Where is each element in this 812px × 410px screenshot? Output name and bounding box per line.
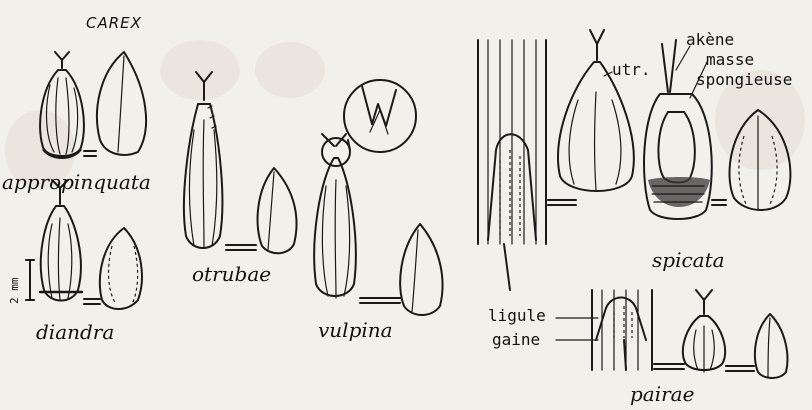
label-pairae: pairae: [630, 382, 694, 406]
glume-appropinquata: [84, 52, 146, 156]
label-vulpina: vulpina: [318, 318, 393, 342]
scale-label: 2 mm: [8, 278, 21, 305]
label-otrubae: otrubae: [192, 262, 271, 286]
label-appropinquata: appropinquata: [2, 170, 151, 194]
scale-bar: [26, 260, 34, 300]
plate-title: CAREX: [86, 14, 142, 32]
spicata-stem: [478, 40, 546, 290]
glume-diandra: [84, 228, 142, 309]
pairae-glume: [726, 314, 787, 378]
label-spicata: spicata: [652, 248, 725, 272]
spicata-utricle: [548, 30, 634, 205]
label-masse: masse: [706, 50, 754, 69]
vulpina-magnifier: [344, 80, 416, 152]
glume-vulpina: [360, 224, 443, 315]
label-ligule: ligule: [488, 306, 546, 325]
glume-otrubae: [226, 168, 297, 253]
label-akene: akène: [686, 30, 734, 49]
label-diandra: diandra: [36, 320, 114, 344]
pairae-utricle: [654, 290, 725, 372]
label-spongieuse: spongieuse: [696, 70, 792, 89]
label-gaine: gaine: [492, 330, 540, 349]
utricle-vulpina: [314, 134, 356, 298]
utricle-diandra: [40, 180, 82, 301]
pairae-stem: [592, 290, 652, 370]
label-utr: utr.: [612, 60, 651, 79]
